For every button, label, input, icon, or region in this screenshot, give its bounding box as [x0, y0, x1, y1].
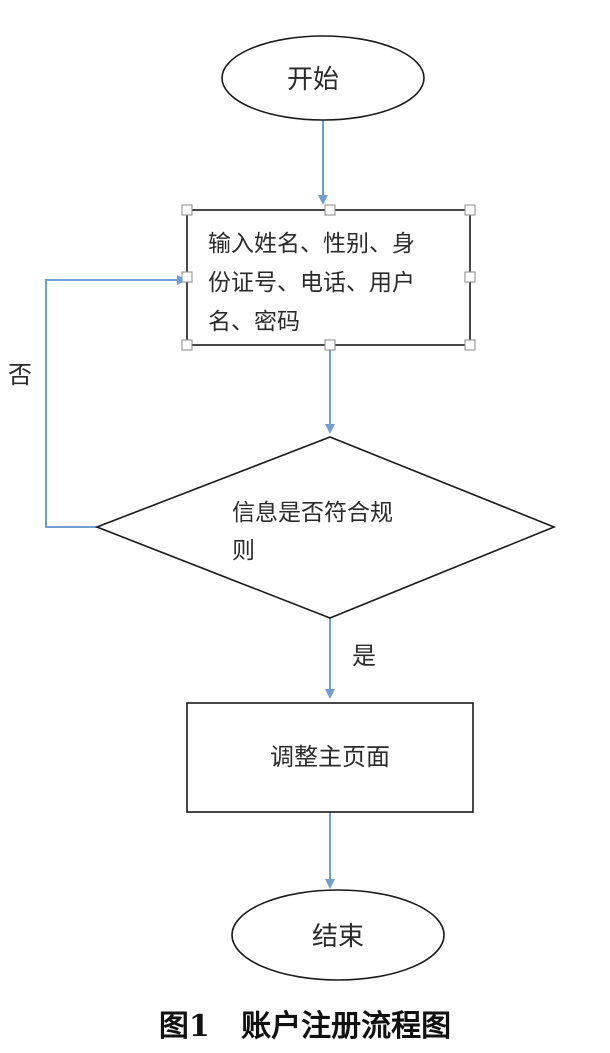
- resize-handle-bottom-left[interactable]: [181, 339, 193, 351]
- input-label-line-2: 份证号、电话、用户: [208, 270, 415, 296]
- edge-check-to-input-no: [45, 275, 187, 528]
- resize-handle-bottom-center[interactable]: [324, 339, 336, 351]
- input-label-line-1: 输入姓名、性别、身: [208, 231, 415, 257]
- resize-handle-middle-left[interactable]: [181, 271, 193, 283]
- redirect-label: 调整主页面: [270, 743, 390, 771]
- resize-handle-bottom-right[interactable]: [464, 339, 476, 351]
- edge-label-no: 否: [8, 361, 32, 389]
- start-node: [221, 35, 425, 121]
- input-label-line-3: 名、密码: [208, 309, 300, 335]
- end-label: 结束: [312, 922, 364, 952]
- decision-label-line-2: 则: [232, 538, 255, 564]
- redirect-node: [186, 702, 474, 813]
- decision-node: [94, 436, 557, 619]
- resize-handle-middle-right[interactable]: [464, 271, 476, 283]
- resize-handle-top-left[interactable]: [181, 204, 193, 216]
- decision-label-line-1: 信息是否符合规: [232, 500, 393, 526]
- resize-handle-top-right[interactable]: [464, 204, 476, 216]
- selection-handles[interactable]: [181, 204, 476, 351]
- start-label: 开始: [287, 65, 339, 95]
- resize-handle-top-center[interactable]: [324, 204, 336, 216]
- edge-label-yes: 是: [352, 642, 376, 670]
- end-node: [231, 889, 445, 981]
- figure-caption: 图1 账户注册流程图: [159, 1009, 451, 1044]
